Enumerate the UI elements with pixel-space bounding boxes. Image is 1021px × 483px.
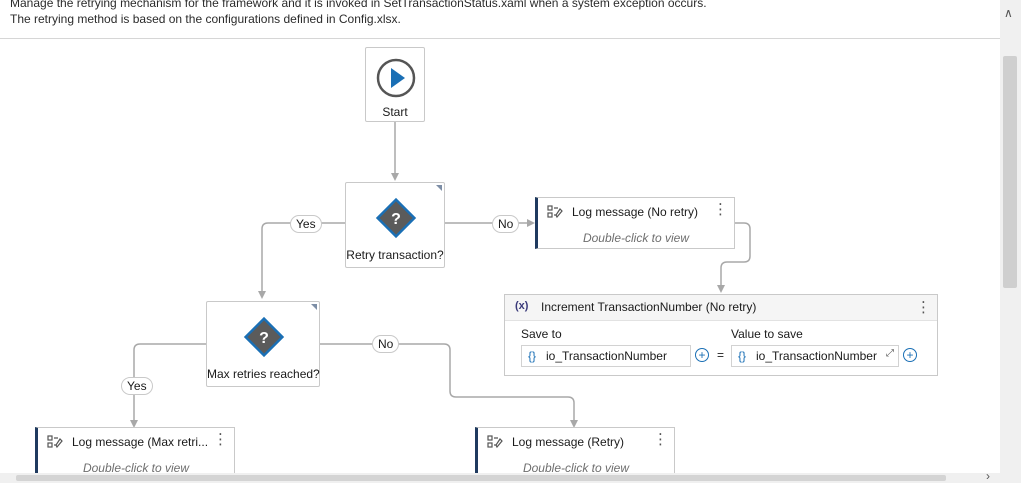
scroll-right-icon[interactable]: › — [986, 469, 990, 483]
question-diamond-icon: ? — [243, 316, 285, 358]
svg-text:?: ? — [259, 330, 269, 347]
edge-label-no[interactable]: No — [492, 215, 520, 233]
svg-text:?: ? — [391, 211, 401, 228]
play-icon — [376, 58, 416, 98]
activity-title: Log message (Max retri... — [72, 435, 209, 449]
activity-hint: Double-click to view — [582, 231, 690, 245]
workflow-annotation[interactable]: Manage the retrying mechanism for the fr… — [0, 0, 1000, 39]
braces-icon: {} — [528, 349, 537, 363]
log-message-retry[interactable]: Log message (Retry) ⋮ Double-click to vi… — [475, 427, 675, 479]
add-circle-icon[interactable]: + — [695, 348, 709, 362]
horizontal-scroll-thumb[interactable] — [16, 475, 946, 481]
more-options-icon[interactable]: ⋮ — [213, 431, 228, 448]
edge-max-no — [320, 343, 578, 428]
more-options-icon[interactable]: ⋮ — [713, 201, 728, 218]
equals-sign: = — [717, 348, 725, 362]
variable-icon: (x) — [515, 300, 529, 312]
assign-header: (x) Increment TransactionNumber (No retr… — [505, 295, 937, 321]
more-options-icon[interactable]: ⋮ — [653, 431, 668, 448]
add-circle-icon[interactable]: + — [903, 348, 917, 362]
activity-hint: Double-click to view — [82, 461, 190, 475]
activity-title: Log message (No retry) — [572, 205, 699, 219]
more-options-icon[interactable]: ⋮ — [916, 299, 931, 316]
value-to-save-label: Value to save — [731, 327, 803, 341]
horizontal-scrollbar[interactable]: › — [0, 469, 1000, 483]
vertical-scroll-thumb[interactable] — [1003, 56, 1017, 288]
start-node[interactable]: Start — [365, 47, 425, 122]
question-diamond-icon: ? — [375, 197, 417, 239]
log-message-icon — [547, 205, 563, 219]
decision-label: Retry transaction? — [346, 248, 444, 262]
corner-marker — [311, 304, 317, 310]
assign-title: Increment TransactionNumber (No retry) — [541, 300, 757, 314]
activity-hint: Double-click to view — [522, 461, 630, 475]
edge-label-yes[interactable]: Yes — [290, 215, 322, 233]
save-to-field[interactable]: {} io_TransactionNumber — [521, 345, 691, 367]
log-message-icon — [487, 435, 503, 449]
log-message-icon — [47, 435, 63, 449]
log-message-max-retries[interactable]: Log message (Max retri... ⋮ Double-click… — [35, 427, 235, 479]
retry-transaction-decision[interactable]: ? Retry transaction? — [345, 182, 445, 268]
edge-max-yes — [130, 343, 207, 428]
edge-label-yes[interactable]: Yes — [121, 377, 153, 395]
decision-label: Max retries reached? — [207, 367, 320, 381]
edge-label-no[interactable]: No — [372, 335, 400, 353]
corner-marker — [436, 185, 442, 191]
annotation-line-2: The retrying method is based on the conf… — [10, 12, 401, 26]
save-to-label: Save to — [521, 327, 562, 341]
save-to-value: io_TransactionNumber — [546, 349, 667, 363]
value-to-save-field[interactable]: {} io_TransactionNumber — [731, 345, 899, 367]
expand-icon[interactable]: ⤢ — [886, 348, 894, 359]
braces-icon: {} — [738, 349, 747, 363]
edge-retry-yes — [258, 222, 345, 299]
max-retries-decision[interactable]: ? Max retries reached? — [206, 301, 320, 387]
annotation-line-1: Manage the retrying mechanism for the fr… — [10, 0, 707, 10]
value-to-save-value: io_TransactionNumber — [756, 349, 877, 363]
designer-canvas[interactable] — [0, 39, 1000, 473]
assign-increment-transaction-number[interactable]: (x) Increment TransactionNumber (No retr… — [504, 294, 938, 376]
scroll-up-icon[interactable]: ∧ — [1004, 6, 1013, 20]
activity-title: Log message (Retry) — [512, 435, 625, 449]
flow-connectors — [130, 122, 751, 428]
vertical-scrollbar[interactable]: ∧ — [1000, 0, 1021, 483]
edge-lognoretry-to-assign — [717, 222, 751, 293]
log-message-no-retry[interactable]: Log message (No retry) ⋮ Double-click to… — [535, 197, 735, 249]
start-label: Start — [382, 105, 408, 119]
